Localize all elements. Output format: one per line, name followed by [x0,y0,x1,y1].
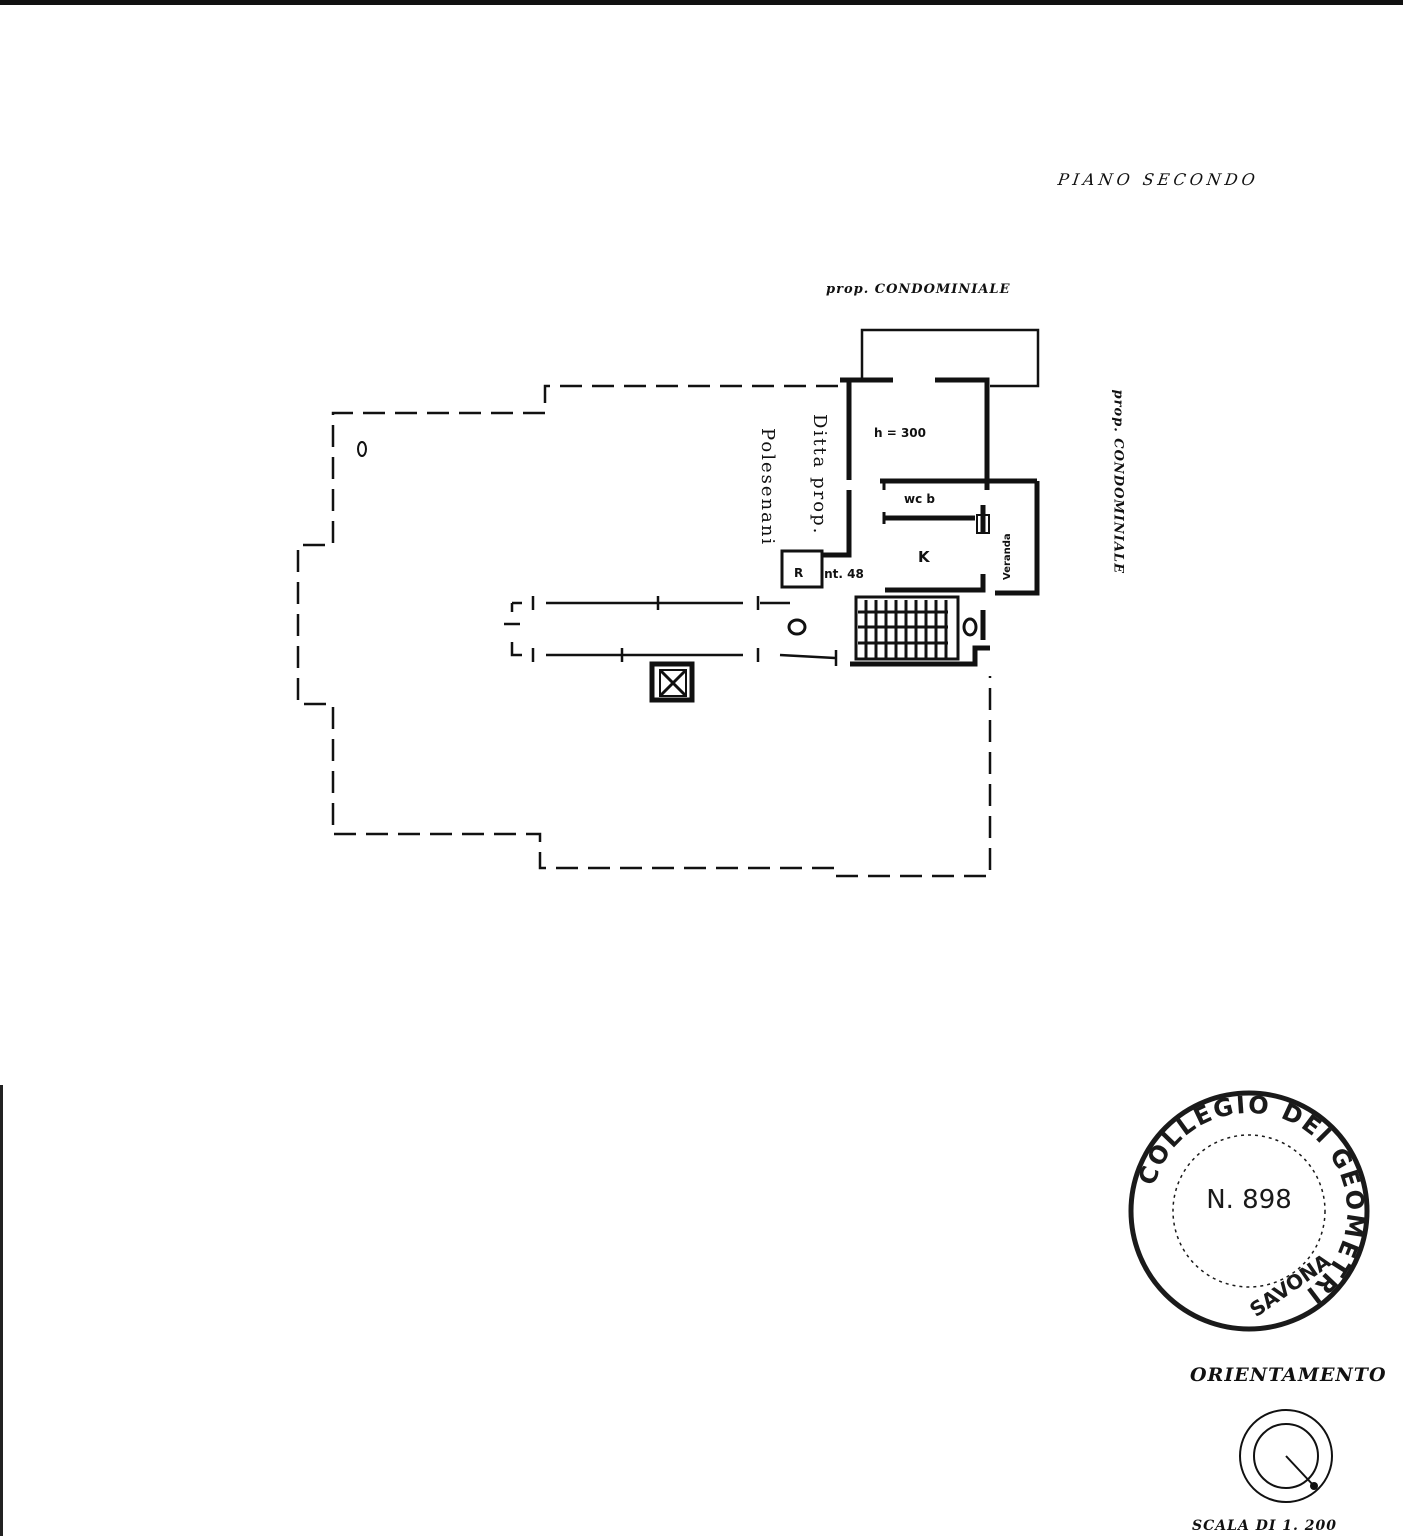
owner-label-line1: Ditta prop. [809,414,830,536]
orientation-label: ORIENTAMENTO [1190,1364,1387,1386]
staircase [854,595,960,661]
room-r-box [780,549,824,589]
marker-corridor [787,618,807,636]
unit-number-label: int. 48 [820,567,864,581]
room-veranda: Veranda [1002,533,1049,591]
marker-top-left [357,441,367,457]
wall-veranda [995,481,1040,596]
seal-graphic: COLLEGIO DEI GEOMETRI N. 898 SAVONA [1128,1090,1370,1332]
sheet-top-border [0,0,1403,5]
marker-stair [962,617,978,637]
note-condominium-top: prop. CONDOMINIALE [826,282,1011,297]
wall-entry-right [935,377,990,490]
wall-stair-bottom [850,645,990,667]
condominium-block [860,328,1040,388]
sheet-left-border [0,1085,3,1536]
seal-number: N. 898 [1206,1185,1292,1215]
professional-seal-stamp: COLLEGIO DEI GEOMETRI N. 898 SAVONA [1124,1086,1374,1336]
sheet-title: PIANO SECONDO [1056,170,1261,189]
lift-shaft [649,661,695,703]
room-wc-label: wc b [904,492,935,506]
wall-left-lower [822,490,852,558]
room-height-label: h = 300 [874,426,927,440]
owner-label-line2: Polesenani [757,428,778,547]
wall-k-bottom [885,574,986,593]
fixture-box [976,514,990,534]
room-r-label: R [794,566,804,580]
room-veranda-label: Veranda [1002,533,1013,580]
note-condominium-right: prop. CONDOMINIALE [1110,389,1126,574]
room-kitchen-label: K [918,548,930,566]
corridor-bottom [546,653,836,660]
scale-label: SCALA DI 1. 200 [1192,1518,1337,1534]
north-arrow-compass-icon [1239,1409,1333,1503]
dashed-footprint [296,384,992,878]
